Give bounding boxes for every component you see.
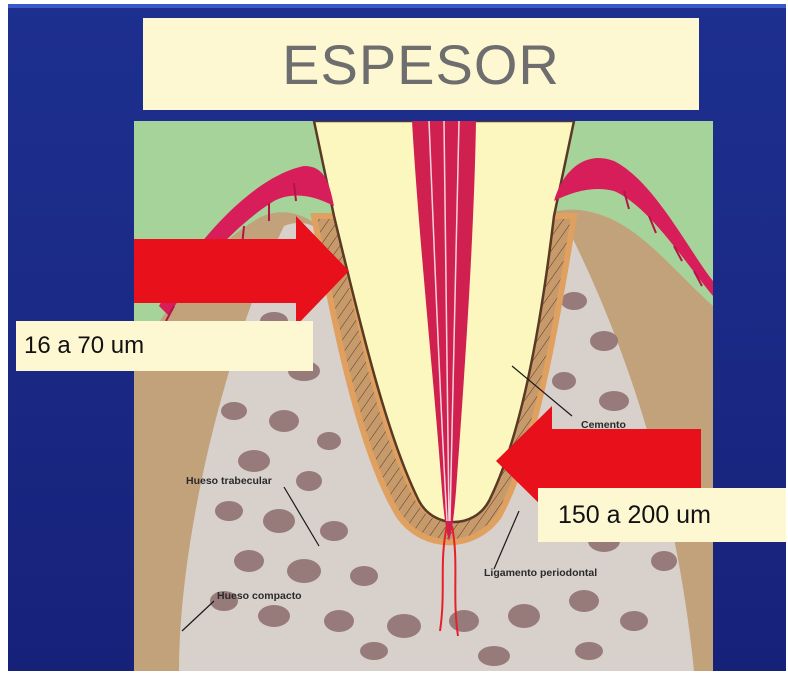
tooth-periodontium-diagram: Cemento Hueso trabecular Ligamento perio… [134,121,713,671]
slide-title: ESPESOR [282,32,560,97]
label-hueso-compacto: Hueso compacto [217,590,302,602]
slide-top-border [8,4,786,8]
callout-thickness-max-text: 150 a 200 um [558,501,711,530]
label-ligamento-periodontal: Ligamento periodontal [484,567,597,579]
slide: ESPESOR [8,4,786,671]
label-hueso-trabecular: Hueso trabecular [186,475,272,487]
callout-thickness-max: 150 a 200 um [538,488,786,542]
label-cemento: Cemento [581,419,626,431]
callout-thickness-min-text: 16 a 70 um [24,332,144,360]
title-box: ESPESOR [143,18,699,110]
callout-thickness-min: 16 a 70 um [16,321,313,371]
